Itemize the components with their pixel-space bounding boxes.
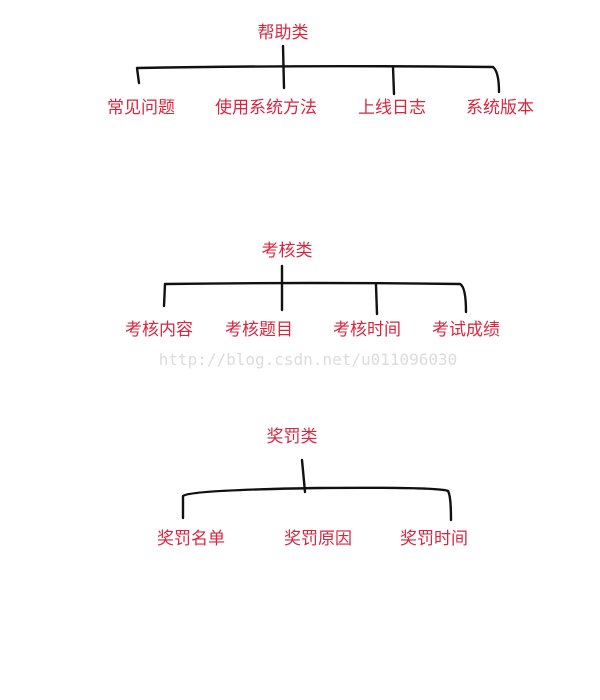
category-title-exam: 考核类 <box>261 241 313 261</box>
node-reward-list: 奖罚名单 <box>157 529 225 549</box>
node-exam-time: 考核时间 <box>333 320 401 340</box>
help-connector-bracket <box>135 65 501 94</box>
node-system-usage: 使用系统方法 <box>215 98 317 118</box>
node-faq: 常见问题 <box>107 98 175 118</box>
node-exam-score: 考试成绩 <box>432 320 500 340</box>
node-system-version: 系统版本 <box>466 98 534 118</box>
help-connector-tick <box>391 65 396 96</box>
category-title-help: 帮助类 <box>257 23 309 43</box>
node-reward-reason: 奖罚原因 <box>284 529 352 549</box>
node-exam-content: 考核内容 <box>125 320 193 340</box>
help-connector-stem <box>281 44 286 90</box>
exam-connector-tick <box>374 283 379 316</box>
node-reward-time: 奖罚时间 <box>400 529 468 549</box>
node-exam-questions: 考核题目 <box>225 320 293 340</box>
exam-connector-bracket <box>162 281 468 314</box>
reward-connector-stem <box>300 458 307 494</box>
watermark-url: http://blog.csdn.net/u011096030 <box>158 350 458 369</box>
reward-connector-bracket <box>181 486 453 522</box>
category-title-reward: 奖罚类 <box>266 427 318 447</box>
node-release-log: 上线日志 <box>358 98 426 118</box>
